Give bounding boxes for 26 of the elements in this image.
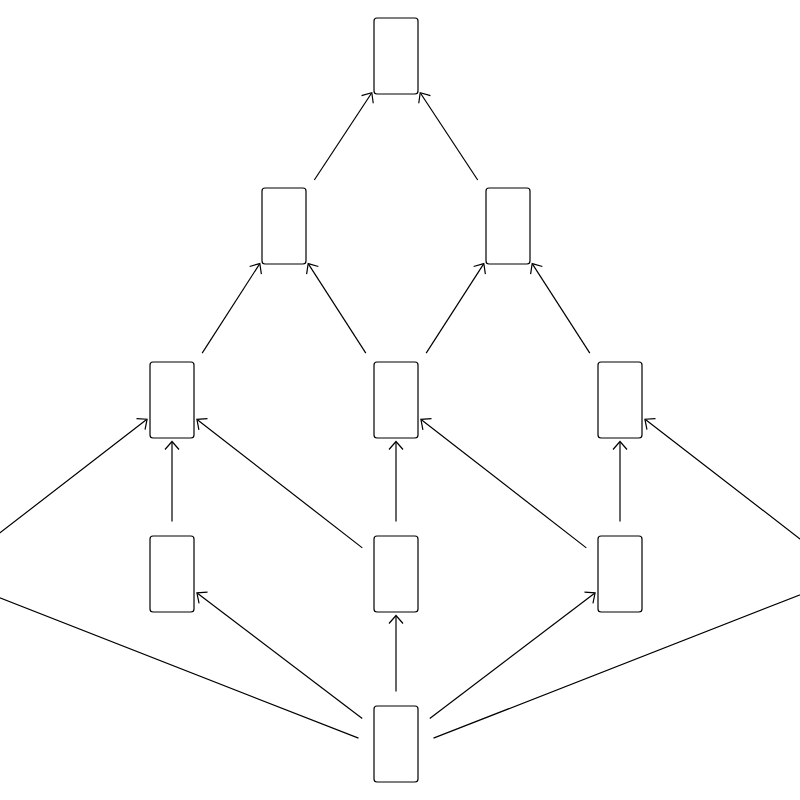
box	[373, 17, 419, 95]
box	[373, 705, 419, 783]
arrow	[196, 418, 363, 549]
arrow	[388, 614, 404, 692]
arrow	[313, 91, 374, 181]
box	[485, 187, 531, 265]
arrow	[164, 440, 180, 522]
box	[373, 361, 419, 439]
arrow	[425, 262, 486, 354]
arrow	[201, 262, 262, 354]
box	[261, 187, 307, 265]
arrow	[388, 440, 404, 522]
arrow	[530, 262, 591, 354]
arrow	[306, 262, 367, 354]
arrow	[0, 417, 360, 739]
arrow	[420, 418, 587, 549]
arrow	[196, 591, 363, 719]
box	[149, 535, 195, 613]
arrow	[432, 417, 800, 739]
arrow	[612, 440, 628, 522]
box	[373, 535, 419, 613]
box	[149, 361, 195, 439]
box	[597, 535, 643, 613]
arrow	[429, 591, 596, 719]
arrow	[418, 91, 479, 181]
box	[597, 361, 643, 439]
